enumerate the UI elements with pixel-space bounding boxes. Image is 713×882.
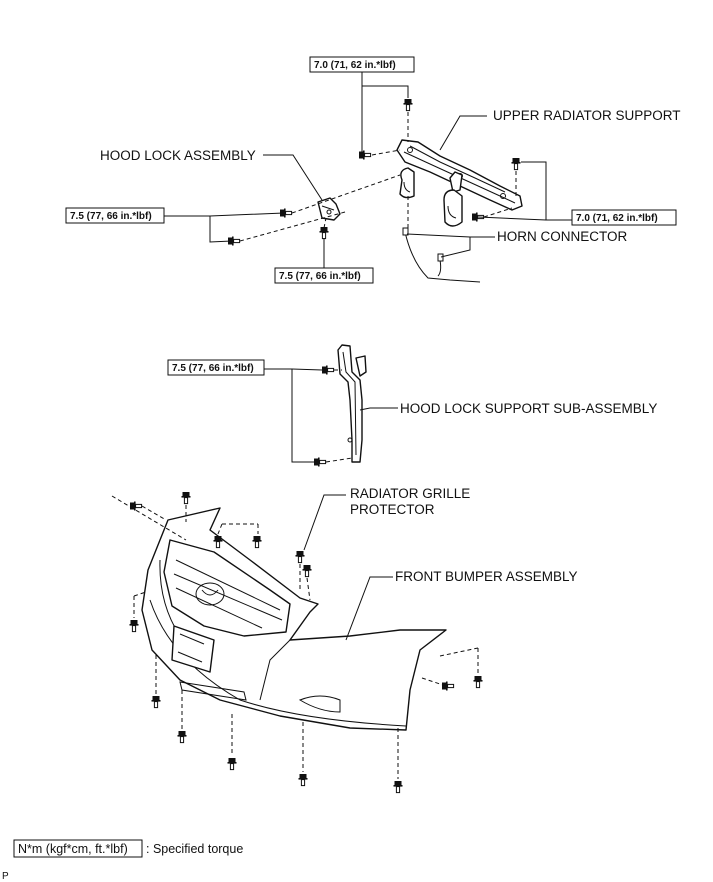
label-upper-radiator-support: UPPER RADIATOR SUPPORT <box>493 108 681 123</box>
bolt <box>511 157 521 171</box>
front-bumper-assembly <box>141 507 447 731</box>
svg-text:7.0 (71, 62 in.*lbf): 7.0 (71, 62 in.*lbf) <box>576 213 658 224</box>
bolt <box>473 675 483 689</box>
label-radiator-grille-protector: RADIATOR GRILLE <box>350 486 470 501</box>
corner-mark: P <box>2 871 9 882</box>
svg-text:7.5 (77, 66 in.*lbf): 7.5 (77, 66 in.*lbf) <box>70 211 152 222</box>
leader-lines-support <box>264 368 398 463</box>
alignment-lines <box>239 112 517 242</box>
bolt <box>252 535 262 549</box>
torque-spec-upper-right: 7.0 (71, 62 in.*lbf) <box>571 209 677 226</box>
bolt <box>441 681 455 691</box>
svg-text:7.5 (77, 66 in.*lbf): 7.5 (77, 66 in.*lbf) <box>279 271 361 282</box>
upper-radiator-support <box>396 139 523 211</box>
bolt <box>358 150 372 160</box>
bolt <box>181 491 191 505</box>
hood-lock-support-sub-assembly <box>337 344 367 463</box>
bolt <box>393 780 403 794</box>
leader-lines-bumper <box>303 494 393 641</box>
bolt <box>177 730 187 744</box>
label-front-bumper-assembly: FRONT BUMPER ASSEMBLY <box>395 569 578 584</box>
bolt <box>319 226 329 240</box>
bolt <box>129 501 143 511</box>
license-plate-bracket <box>171 625 215 673</box>
legend-text: : Specified torque <box>146 842 243 856</box>
bolt <box>129 619 139 633</box>
torque-spec-upper-top: 7.0 (71, 62 in.*lbf) <box>309 56 415 73</box>
bolt <box>295 550 305 564</box>
svg-text:7.0 (71, 62 in.*lbf): 7.0 (71, 62 in.*lbf) <box>314 60 396 71</box>
bolt <box>313 457 327 467</box>
legend-unit-box: N*m (kgf*cm, ft.*lbf) <box>18 842 128 856</box>
leader-lines <box>164 69 572 268</box>
bolt <box>403 98 413 112</box>
torque-spec-hood-lock-bottom: 7.5 (77, 66 in.*lbf) <box>274 267 374 284</box>
alignment-lines-bumper <box>111 495 479 779</box>
bolt <box>298 773 308 787</box>
label-hood-lock-assembly: HOOD LOCK ASSEMBLY <box>100 148 256 163</box>
bolt <box>151 695 161 709</box>
torque-legend: N*m (kgf*cm, ft.*lbf) : Specified torque <box>13 839 243 858</box>
label-horn-connector: HORN CONNECTOR <box>497 229 628 244</box>
label-hood-lock-support: HOOD LOCK SUPPORT SUB-ASSEMBLY <box>400 401 657 416</box>
bolt <box>227 757 237 771</box>
radiator-grille <box>163 539 291 637</box>
label-radiator-grille-protector-line2: PROTECTOR <box>350 502 435 517</box>
bolt <box>302 564 312 578</box>
torque-spec-hood-lock-left: 7.5 (77, 66 in.*lbf) <box>65 207 165 224</box>
horn-left <box>399 167 415 199</box>
torque-spec-support: 7.5 (77, 66 in.*lbf) <box>167 359 265 376</box>
svg-text:7.5 (77, 66 in.*lbf): 7.5 (77, 66 in.*lbf) <box>172 363 254 374</box>
horn-right <box>443 189 463 227</box>
horn-wire-harness <box>402 227 481 283</box>
bolt <box>321 365 335 375</box>
